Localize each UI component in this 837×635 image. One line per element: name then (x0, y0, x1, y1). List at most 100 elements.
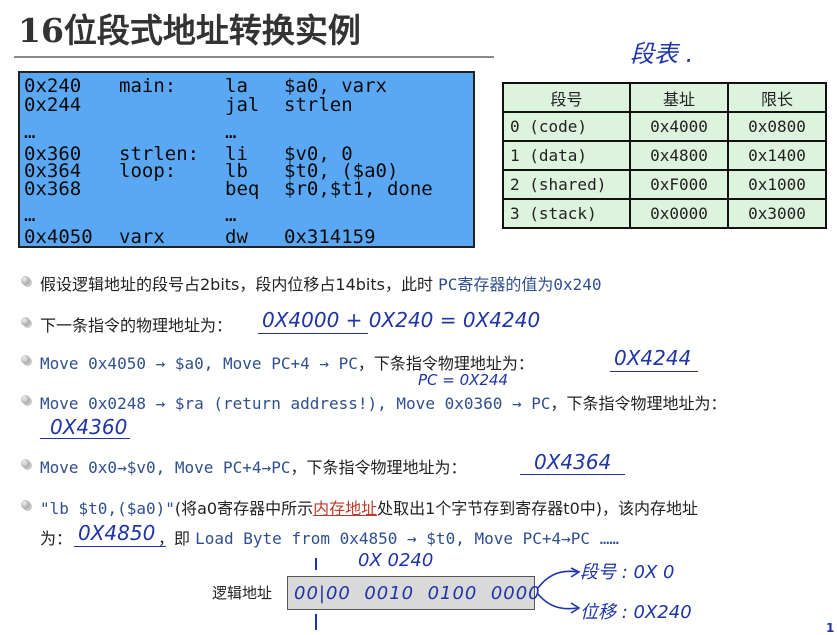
bullet-1-plain: 假设逻辑地址的段号占2bits，段内位移占14bits，此时 (40, 275, 439, 294)
page-title: 16位段式地址转换实例 (18, 11, 361, 50)
bullet-6-mono-2: Load Byte from 0x4850 → $t0, Move PC+4→P… (195, 529, 619, 548)
handwritten-segment-table-note: 段表 . (630, 40, 694, 68)
bullet-4-answer: 0X4360 (50, 415, 128, 439)
code-op: lb (225, 160, 248, 182)
code-op: beq (225, 178, 260, 200)
bullet-6-mono: "lb $t0,($a0)" (40, 499, 175, 518)
limit-cell: 0x0800 (727, 111, 827, 142)
bullet-5-answer: 0X4364 (534, 450, 612, 474)
code-args: $v0, 0 (284, 143, 353, 165)
arrowhead-icon (570, 567, 581, 578)
code-addr: 0x240 (24, 75, 82, 97)
memory-address-link[interactable]: 内存地址 (313, 499, 378, 518)
limit-cell: 0x3000 (727, 198, 827, 229)
assembly-code-block: 0x240 main: la $a0, varx 0x244 jal strlen … … 0x3… (18, 71, 475, 248)
code-label: varx (119, 226, 165, 248)
answer-underline (520, 474, 625, 475)
bullet-6-line1: "lb $t0,($a0)"(将a0寄存器中所示内存地址处取出1个字节存到寄存器… (40, 495, 698, 519)
bullet-1-mono: PC寄存器的值为0x240 (438, 275, 602, 294)
table-row: 0 (code) 0x4000 0x0800 (502, 111, 827, 142)
bullet-6-line2: 为： ，即 Load Byte from 0x4850 → $t0, Move P… (40, 525, 619, 549)
code-args: $a0, varx (284, 75, 387, 97)
bullet-1-text: 假设逻辑地址的段号占2bits，段内位移占14bits，此时 PC寄存器的值为0… (40, 271, 602, 295)
segment-arrow (537, 570, 578, 589)
bullet-icon (21, 355, 30, 364)
logical-address-hex-note: 0X 0240 (358, 550, 434, 571)
bullet-3-plain: ，下条指令物理地址为： (357, 354, 534, 373)
code-addr: 0x4050 (24, 226, 93, 248)
code-label: loop: (119, 160, 177, 182)
segment-split-mark (315, 614, 317, 630)
code-args: strlen (284, 94, 353, 116)
code-args: 0x314159 (284, 226, 376, 248)
bullet-3-answer: 0X4244 (614, 346, 692, 370)
code-op: … (225, 121, 237, 143)
code-args: $r0,$t1, done (284, 178, 433, 200)
bullet-icon (21, 395, 30, 404)
bullet-2-answer: 0X4000 + 0X240 = 0X4240 (262, 308, 541, 332)
code-addr: … (24, 121, 36, 143)
header-base: 基址 (629, 82, 729, 113)
answer-underline (258, 333, 368, 334)
bullet-icon (21, 500, 30, 509)
code-op: … (225, 204, 237, 226)
bullet-6-plain-a: (将a0寄存器中所示 (174, 499, 314, 518)
bullet-4-mono: Move 0x0248 → $ra (return address!), Mov… (40, 394, 551, 413)
segment-cell: 1 (data) (502, 140, 631, 171)
base-cell: 0x4000 (629, 111, 729, 142)
logical-address-label: 逻辑地址 (212, 584, 273, 602)
offset-arrow (537, 593, 578, 610)
bullet-6-plain-c: 为： (40, 529, 73, 548)
pc-handwritten-note: PC = 0X244 (418, 371, 509, 389)
bullet-4-text: Move 0x0248 → $ra (return address!), Mov… (40, 390, 727, 414)
base-cell: 0x0000 (629, 198, 729, 229)
bullet-3-mono: Move 0x4050 → $a0, Move PC+4 → PC (40, 354, 358, 373)
bullet-3-text: Move 0x4050 → $a0, Move PC+4 → PC，下条指令物理… (40, 350, 534, 374)
page-number: 1 (826, 621, 835, 635)
table-row: 2 (shared) 0xF000 0x1000 (502, 169, 827, 200)
logical-address-bits: 00|00 0010 0100 0000 (294, 583, 541, 604)
code-addr: 0x244 (24, 94, 82, 116)
code-label: main: (119, 75, 177, 97)
bullet-icon (21, 317, 30, 326)
limit-cell: 0x1400 (727, 140, 827, 171)
base-cell: 0x4800 (629, 140, 729, 171)
segment-cell: 2 (shared) (502, 169, 631, 200)
bullet-5-text: Move 0x0→$v0, Move PC+4→PC，下条指令物理地址为： (40, 454, 466, 478)
segment-cell: 3 (stack) (502, 198, 631, 229)
table-row: 3 (stack) 0x0000 0x3000 (502, 198, 827, 229)
segment-number-note: 段号 : 0X 0 (580, 562, 675, 583)
answer-underline (610, 371, 698, 372)
bullet-icon (21, 276, 30, 285)
bullet-2-text: 下一条指令的物理地址为： (40, 316, 233, 335)
answer-underline (40, 438, 130, 439)
code-addr: … (24, 204, 36, 226)
logical-address-box (287, 576, 535, 610)
bullet-6-plain-b: 处取出1个字节存到寄存器t0中)，该内存地址 (377, 499, 698, 518)
base-cell: 0xF000 (629, 169, 729, 200)
bullet-5-mono: Move 0x0→$v0, Move PC+4→PC (40, 458, 291, 477)
bullet-6-answer: 0X4850 (78, 521, 156, 545)
segment-split-mark (315, 558, 317, 570)
code-op: la (225, 75, 248, 97)
segment-table: 段号 基址 限长 0 (code) 0x4000 0x0800 1 (data)… (502, 82, 827, 229)
code-op: jal (225, 94, 260, 116)
bullet-4-plain: ，下条指令物理地址为： (550, 394, 727, 413)
code-label: strlen: (119, 143, 200, 165)
answer-underline (74, 546, 166, 547)
offset-note: 位移 : 0X240 (580, 602, 692, 623)
segment-cell: 0 (code) (502, 111, 631, 142)
title-divider (14, 56, 494, 58)
code-addr: 0x368 (24, 178, 82, 200)
code-op: li (225, 143, 248, 165)
header-limit: 限长 (727, 82, 827, 113)
split-arrows (537, 567, 581, 614)
segment-table-header: 段号 基址 限长 (502, 82, 827, 113)
code-args: $t0, ($a0) (284, 160, 399, 182)
arrowhead-icon (570, 602, 581, 614)
code-addr: 0x364 (24, 160, 82, 182)
code-op: dw (225, 226, 248, 248)
limit-cell: 0x1000 (727, 169, 827, 200)
bullet-6-plain-d: ，即 (158, 529, 196, 548)
table-row: 1 (data) 0x4800 0x1400 (502, 140, 827, 171)
